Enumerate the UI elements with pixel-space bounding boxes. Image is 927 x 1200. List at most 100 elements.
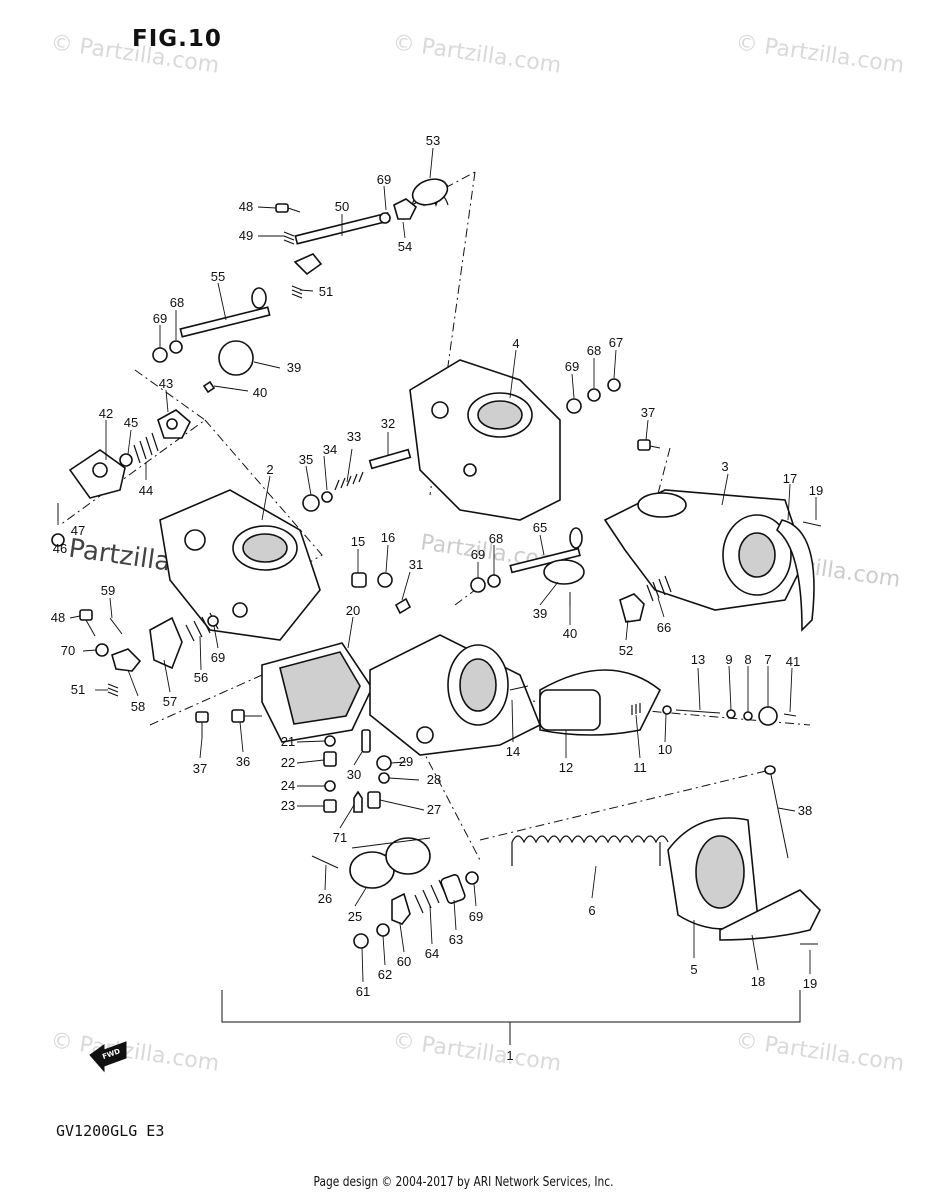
callout: 40: [563, 626, 577, 641]
group-outline-top-link: [444, 171, 476, 189]
callout: 59: [101, 583, 115, 598]
callout: 69: [565, 359, 579, 374]
screw-19-top: [802, 521, 822, 527]
spring-44: [133, 432, 159, 464]
callout: 35: [299, 452, 313, 467]
callout: 39: [533, 606, 547, 621]
callout: 19: [809, 483, 823, 498]
callout: 68: [170, 295, 184, 310]
callout: 25: [348, 909, 362, 924]
bracket-18: [719, 889, 821, 941]
washer-69-low: [207, 615, 219, 627]
washer-24: [324, 780, 336, 792]
nut-70: [95, 643, 109, 657]
callout: 11: [633, 760, 647, 775]
spring-64: [414, 879, 448, 914]
callout: 67: [609, 335, 623, 350]
callout: 1: [506, 1048, 513, 1063]
callout: 7: [764, 652, 771, 667]
callout: 21: [281, 734, 295, 749]
shaft-55: [179, 287, 271, 338]
carburetor-body-3: [603, 489, 806, 611]
needle-71: [353, 790, 363, 813]
callout: 39: [287, 360, 301, 375]
valve-27: [367, 791, 381, 809]
lever-60: [391, 892, 411, 925]
callout: 8: [744, 652, 751, 667]
callout: 23: [281, 798, 295, 813]
callout: 51: [71, 682, 85, 697]
callout: 38: [798, 803, 812, 818]
callout: 15: [351, 534, 365, 549]
spring-53: [411, 178, 449, 207]
spring-66: [646, 575, 672, 602]
bracket-42: [68, 449, 126, 499]
callout: 53: [426, 133, 440, 148]
spring-51-top: [291, 285, 303, 299]
lever-57: [149, 616, 183, 670]
callout: 22: [281, 755, 295, 770]
rod-38: [769, 769, 789, 859]
screw-48-low: [79, 609, 96, 637]
callout: 48: [51, 610, 65, 625]
carburetor-body-2: [159, 489, 321, 641]
washer-9: [726, 709, 736, 719]
callout: 62: [378, 967, 392, 982]
callout: 30: [347, 767, 361, 782]
o-ring-35: [302, 494, 320, 512]
callout: 2: [266, 462, 273, 477]
group-outline-mid: [149, 674, 263, 726]
washer-69-top: [379, 212, 391, 224]
callout: 58: [131, 699, 145, 714]
callout: 40: [253, 385, 267, 400]
callout: 69: [153, 311, 167, 326]
callout: 55: [211, 269, 225, 284]
callout: 37: [641, 405, 655, 420]
jet-22: [323, 751, 337, 767]
assembly-bracket: [221, 990, 801, 1023]
bracket-52: [619, 593, 645, 623]
clip-46: [51, 533, 65, 547]
callout: 29: [399, 754, 413, 769]
carburetor-body-4: [409, 359, 561, 521]
group-outline-lower: [479, 769, 771, 841]
callout: 71: [333, 830, 347, 845]
shaft-65: [509, 527, 583, 574]
model-code: GV1200GLG E3: [56, 1122, 165, 1140]
washer-68-left: [169, 340, 183, 354]
lever-54: [393, 198, 418, 220]
group-outline-left2: [204, 419, 323, 591]
callout: 42: [99, 406, 113, 421]
fitting-14: [509, 685, 529, 691]
callout: 69: [211, 650, 225, 665]
callout: 24: [281, 778, 295, 793]
group-outline-mid2: [454, 589, 476, 606]
cover-5: [667, 817, 759, 930]
callout: 64: [425, 946, 439, 961]
screw-48-top: [275, 203, 301, 213]
group-outline-lower2: [419, 744, 481, 861]
piston-12: [539, 669, 662, 736]
callout: 37: [193, 761, 207, 776]
callout: 6: [588, 903, 595, 918]
callout: 43: [159, 376, 173, 391]
callout: 57: [163, 694, 177, 709]
callout: 51: [319, 284, 333, 299]
float-chamber-20: [261, 642, 373, 743]
washer-16: [377, 572, 393, 588]
callout: 49: [239, 228, 253, 243]
washer-68-r: [587, 388, 601, 402]
nut-67: [607, 378, 621, 392]
screw-31: [394, 597, 412, 615]
washer-68-mid: [487, 574, 501, 588]
figure-title: FIG.10: [132, 26, 222, 52]
plug-15: [351, 572, 367, 588]
callout: 68: [587, 343, 601, 358]
washer-62: [376, 923, 390, 937]
callout: 48: [239, 199, 253, 214]
callout: 61: [356, 984, 370, 999]
callout: 4: [512, 336, 519, 351]
plate-39-mid: [543, 559, 585, 585]
